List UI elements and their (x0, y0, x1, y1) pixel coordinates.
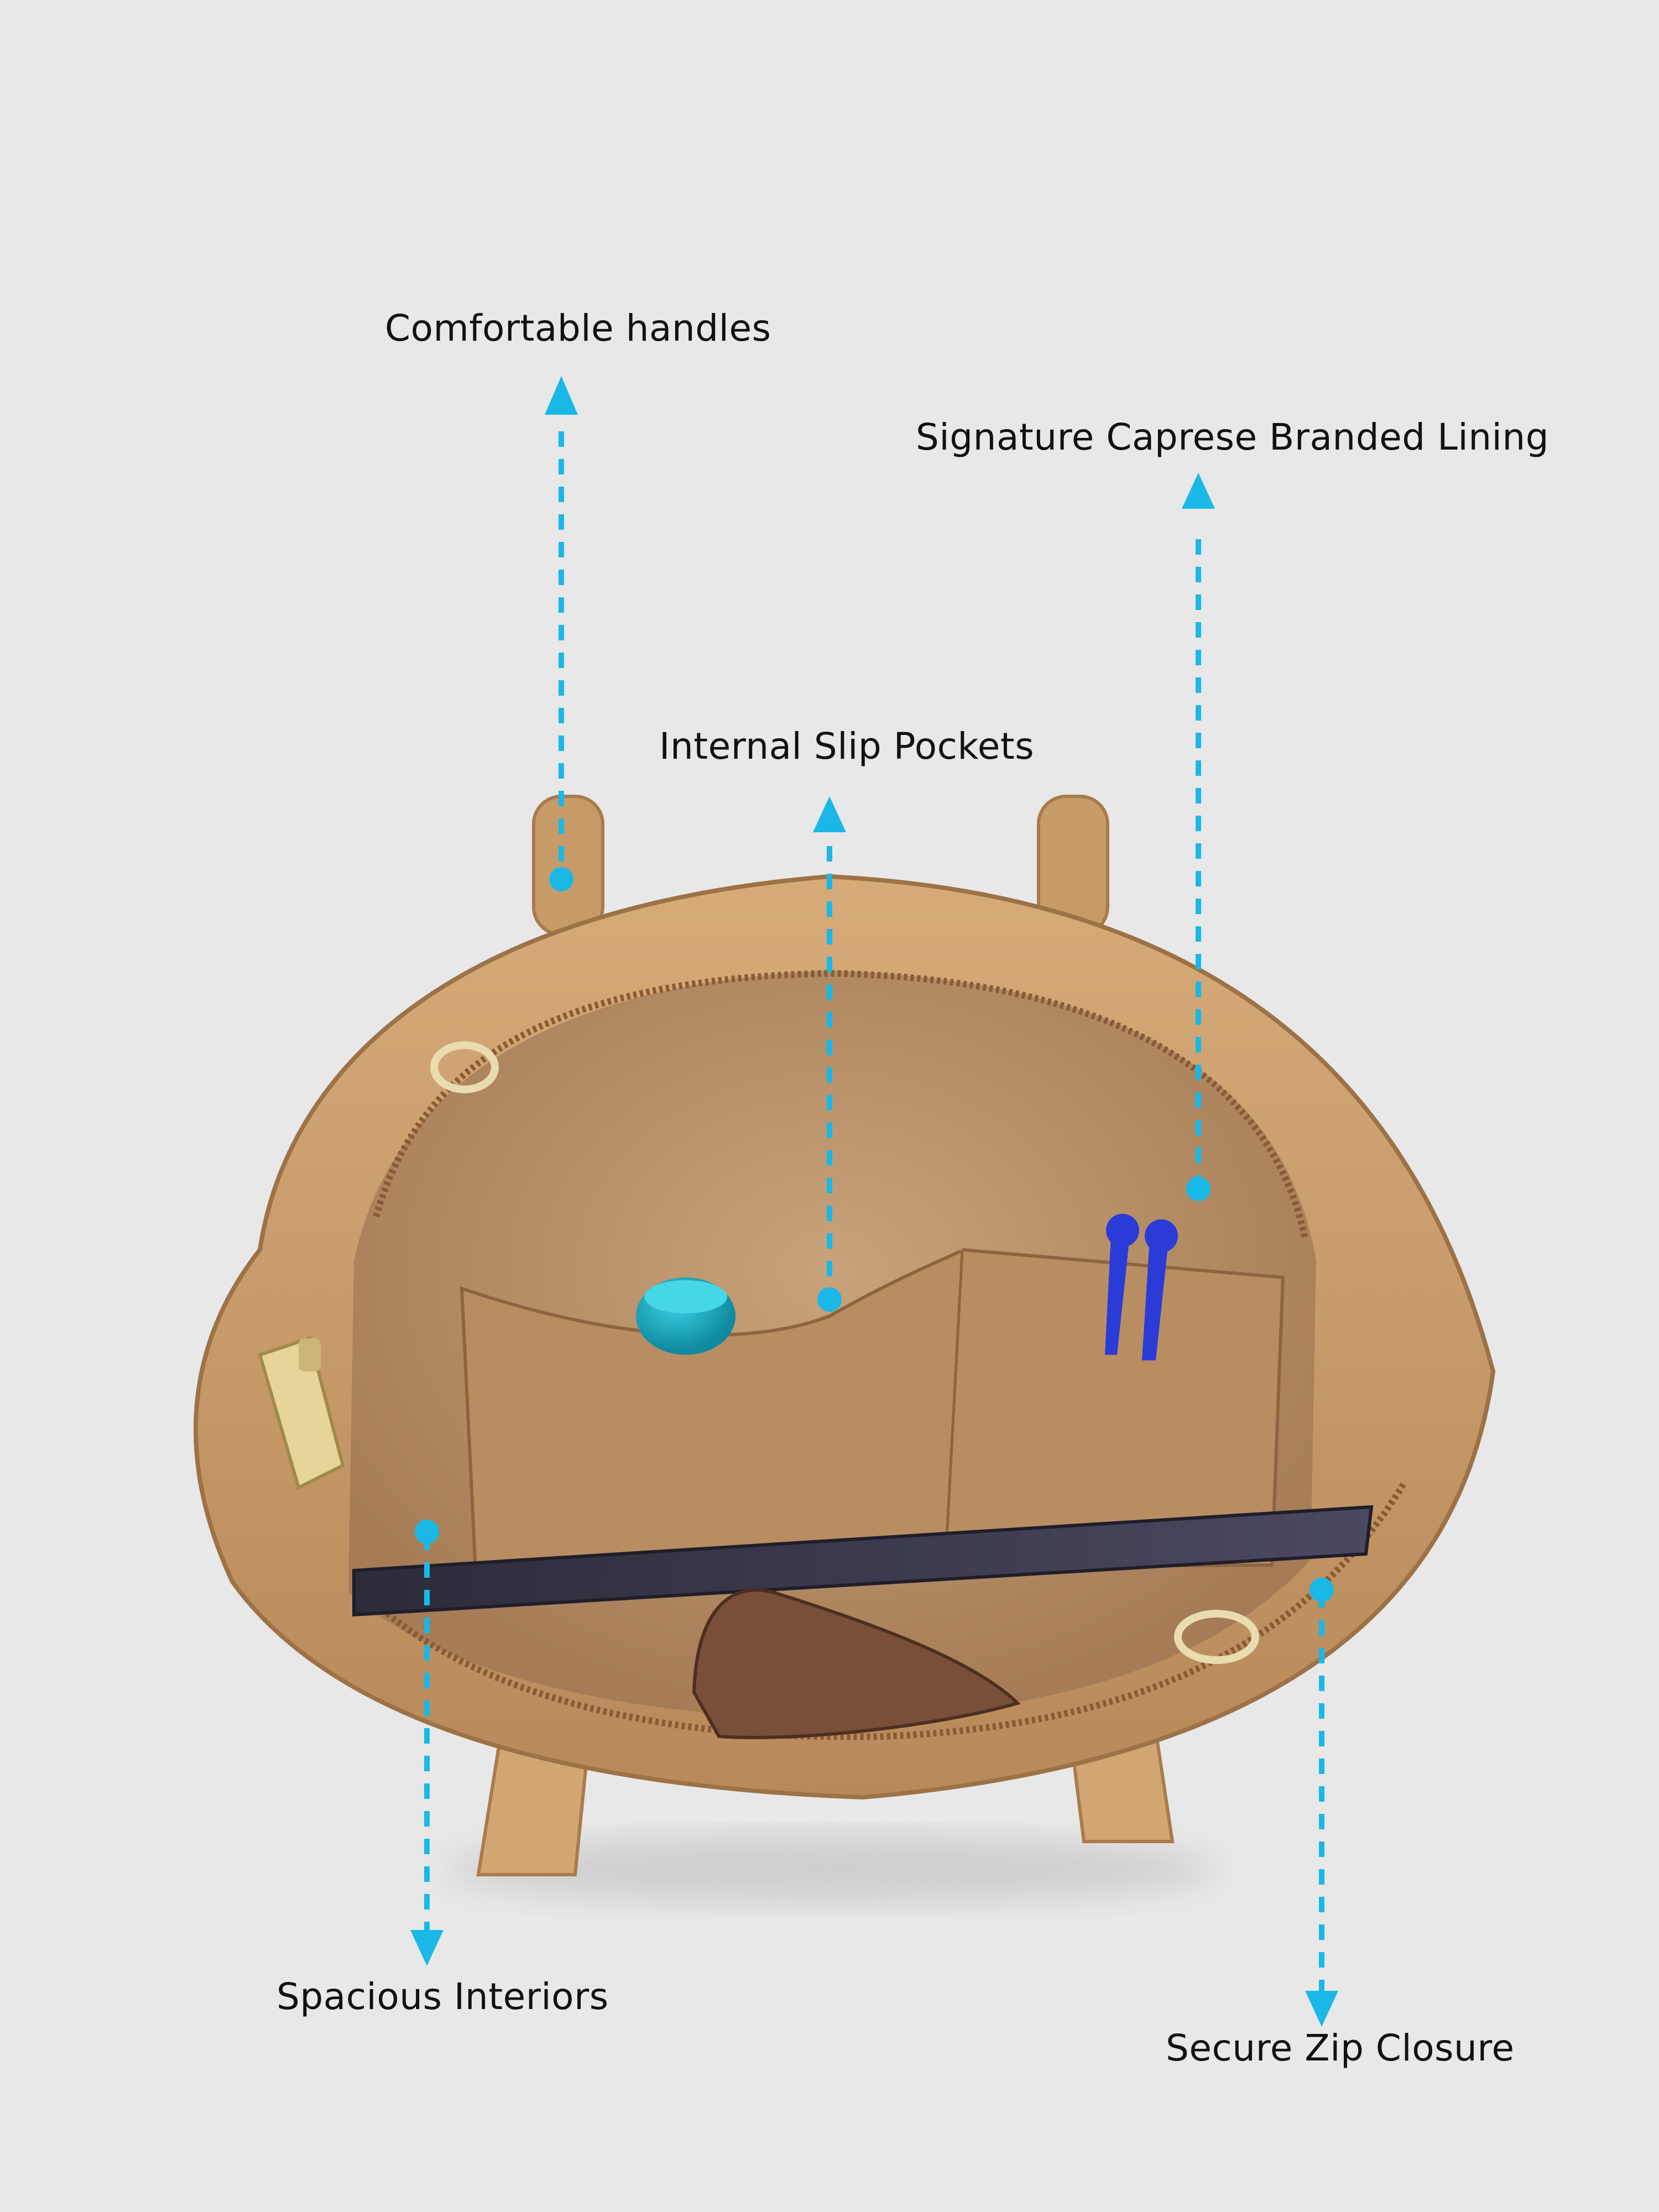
zipper-pull (258, 1336, 345, 1490)
pocket-divider (944, 1250, 964, 1560)
arrow-up-pockets (813, 796, 846, 832)
glasses-case (692, 1588, 1021, 1739)
dot-zip (1310, 1578, 1334, 1602)
callout-label-pockets: Internal Slip Pockets (659, 725, 1035, 768)
pens-in-pocket (1105, 1214, 1178, 1360)
dot-interior (415, 1520, 439, 1544)
tablet-in-bag (352, 1505, 1374, 1617)
arrow-down-interior (410, 1930, 444, 1966)
callout-arrowheads (410, 376, 1338, 2027)
callout-label-zip: Secure Zip Closure (1166, 2027, 1515, 2069)
callout-lines (424, 431, 1324, 2002)
dot-pockets (817, 1287, 842, 1312)
bottle-in-pocket (636, 1277, 735, 1355)
dot-handles (549, 867, 573, 891)
back-handles (532, 795, 1109, 936)
arrow-up-handles (545, 376, 578, 415)
dot-lining (1186, 1177, 1211, 1201)
slip-pocket-panel (460, 1248, 1285, 1573)
bag-shadow (442, 1836, 1217, 1902)
callout-label-interior: Spacious Interiors (276, 1975, 609, 2018)
callout-dots (415, 867, 1334, 1602)
callout-label-handles: Comfortable handles (385, 307, 771, 349)
callout-label-lining: Signature Caprese Branded Lining (916, 416, 1550, 458)
side-rings (430, 1041, 1259, 1664)
arrow-down-zip (1305, 1991, 1338, 2027)
front-handles (476, 1729, 1175, 1876)
zipper-track-lower (351, 1480, 1408, 1740)
arrow-up-lining (1182, 473, 1215, 509)
